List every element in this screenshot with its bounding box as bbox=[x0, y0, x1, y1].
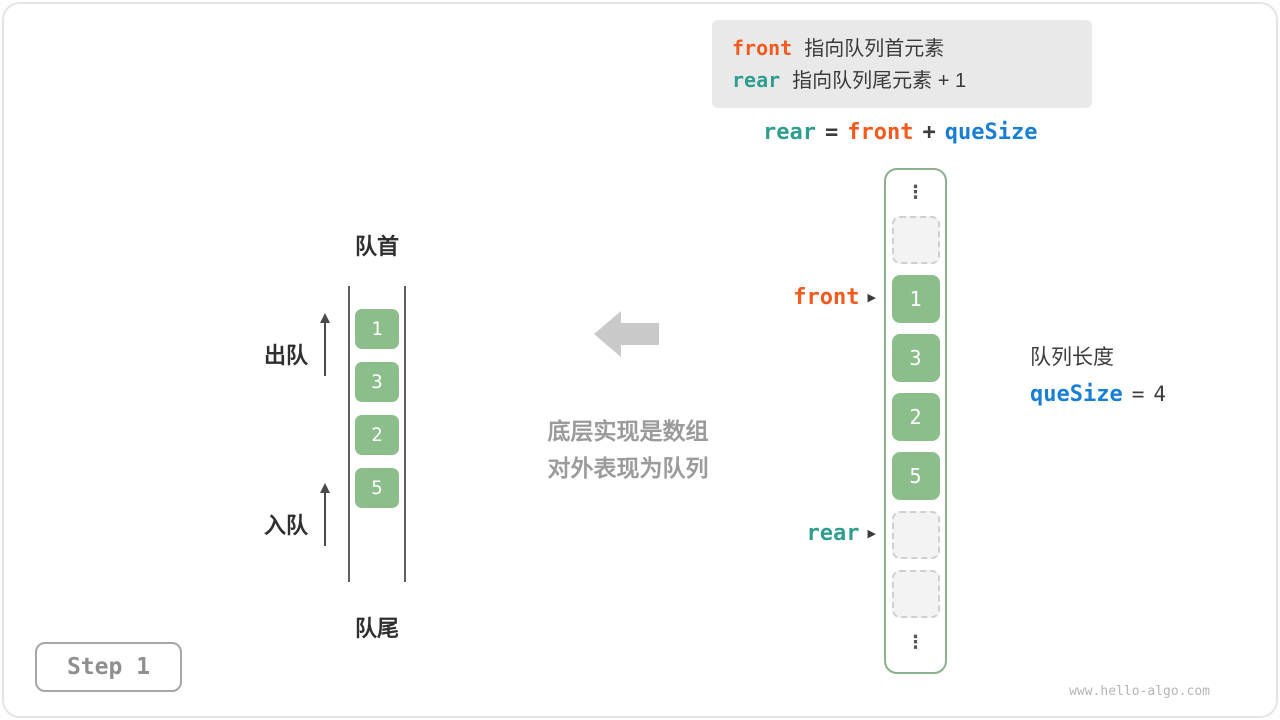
dequeue-up-arrow-icon bbox=[320, 313, 330, 376]
legend-line-rear: rear 指向队列尾元素 + 1 bbox=[732, 65, 1072, 97]
dequeue-label: 出队 bbox=[263, 343, 308, 368]
array-cell-value: 2 bbox=[891, 393, 940, 441]
step-badge: Step 1 bbox=[35, 642, 182, 692]
pointer-arrow-icon: ▶ bbox=[867, 291, 876, 304]
left-arrow-head bbox=[594, 311, 621, 357]
formula-quesize: queSize bbox=[944, 120, 1038, 145]
array-cell-value: 5 bbox=[891, 452, 940, 500]
queue-cell: 1 bbox=[355, 309, 399, 349]
queue-length-title: 队列长度 bbox=[1030, 346, 1114, 369]
ellipsis-top-icon: ⋮ bbox=[906, 182, 925, 202]
front-pointer: front ▶ bbox=[736, 285, 876, 310]
queue-length-value-line: queSize = 4 bbox=[1030, 382, 1166, 407]
formula-front: front bbox=[847, 120, 914, 145]
enqueue-label: 入队 bbox=[263, 513, 308, 538]
array-cell-empty bbox=[891, 511, 940, 559]
formula-rear: rear bbox=[763, 120, 816, 145]
implementation-note: 底层实现是数组 对外表现为队列 bbox=[518, 413, 738, 487]
queue-rails: 1 3 2 5 bbox=[348, 286, 406, 582]
pointer-arrow-icon: ▶ bbox=[867, 527, 876, 540]
queue-head-label: 队首 bbox=[354, 234, 399, 259]
enqueue-up-arrow-icon bbox=[320, 483, 330, 546]
array-column: ⋮ 1 3 2 5 ⋮ bbox=[884, 168, 947, 674]
front-pointer-label: front bbox=[793, 285, 860, 310]
queue-cell: 3 bbox=[355, 362, 399, 402]
queue-tail-label: 队尾 bbox=[354, 616, 399, 641]
ellipsis-bottom-icon: ⋮ bbox=[906, 632, 925, 652]
left-arrow-icon bbox=[594, 311, 660, 357]
quesize-value: 4 bbox=[1153, 382, 1167, 406]
quesize-equals: = bbox=[1131, 382, 1145, 406]
rear-description: 指向队列尾元素 + 1 bbox=[792, 70, 967, 92]
legend-line-front: front 指向队列首元素 bbox=[732, 33, 1072, 65]
pointer-legend-box: front 指向队列首元素 rear 指向队列尾元素 + 1 bbox=[712, 20, 1092, 108]
left-arrow-tail bbox=[621, 323, 659, 345]
rear-keyword: rear bbox=[732, 68, 781, 92]
queue-cell: 2 bbox=[355, 415, 399, 455]
array-cell-value: 1 bbox=[891, 275, 940, 323]
rear-formula: rear = front + queSize bbox=[763, 120, 1046, 145]
array-cell-empty bbox=[891, 216, 940, 264]
rear-pointer-label: rear bbox=[806, 521, 860, 546]
implementation-note-line2: 对外表现为队列 bbox=[547, 455, 709, 481]
watermark: www.hello-algo.com bbox=[1069, 684, 1210, 699]
queue-length-block: 队列长度 queSize = 4 bbox=[1030, 341, 1166, 407]
rear-pointer: rear ▶ bbox=[736, 521, 876, 546]
front-keyword: front bbox=[732, 36, 793, 60]
array-cell-value: 3 bbox=[891, 334, 940, 382]
quesize-keyword: queSize bbox=[1030, 382, 1123, 407]
queue-cell: 5 bbox=[355, 468, 399, 508]
formula-equals: = bbox=[824, 120, 839, 145]
front-description: 指向队列首元素 bbox=[804, 38, 945, 60]
array-cell-empty bbox=[891, 570, 940, 618]
formula-plus: + bbox=[922, 120, 936, 145]
implementation-note-line1: 底层实现是数组 bbox=[547, 418, 709, 444]
